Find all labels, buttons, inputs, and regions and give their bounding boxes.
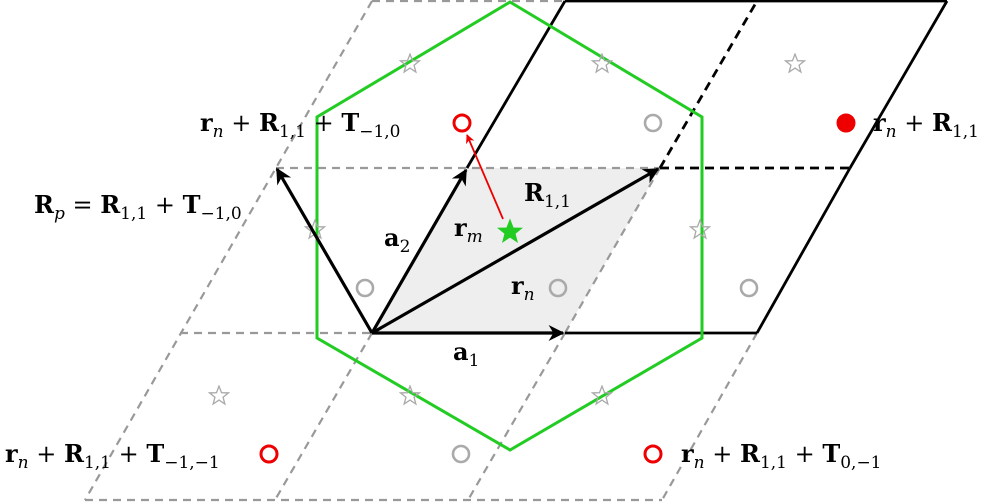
lattice-vectors [275, 167, 660, 341]
solid-lattice [465, 0, 949, 335]
vector-rm-to-site [466, 134, 504, 220]
label-R11: R1,1 [524, 178, 571, 212]
label-rn: rn [511, 271, 535, 305]
circle-icon [452, 113, 472, 133]
star-icon [208, 385, 230, 405]
red-site-circles [259, 113, 856, 464]
label-rn-R11-Tm10: rn + R1,1 + T−1,0 [200, 108, 401, 142]
circle-icon [259, 444, 279, 464]
label-a1: a1 [453, 337, 479, 371]
label-rn-R11: rn + R1,1 [873, 108, 979, 142]
label-a2: a2 [384, 223, 410, 257]
dashed-black-lattice [658, 0, 850, 170]
label-rn-R11-T0m1: rn + R1,1 + T0,−1 [681, 439, 882, 473]
vector-a2 [370, 168, 468, 334]
label-rn-R11-Tm1m1: rn + R1,1 + T−1,−1 [5, 439, 220, 473]
vector-Rp [275, 167, 374, 334]
star-icon [689, 219, 711, 239]
label-rm: rm [454, 213, 483, 247]
star-icon [784, 53, 806, 73]
label-Rp-definition: Rp = R1,1 + T−1,0 [34, 190, 242, 224]
wigner-seitz-hexagon [315, 0, 704, 452]
circle-icon [643, 444, 663, 464]
site-circles [355, 113, 759, 464]
filled-circle-icon [836, 113, 856, 133]
vector-R11 [371, 167, 660, 335]
